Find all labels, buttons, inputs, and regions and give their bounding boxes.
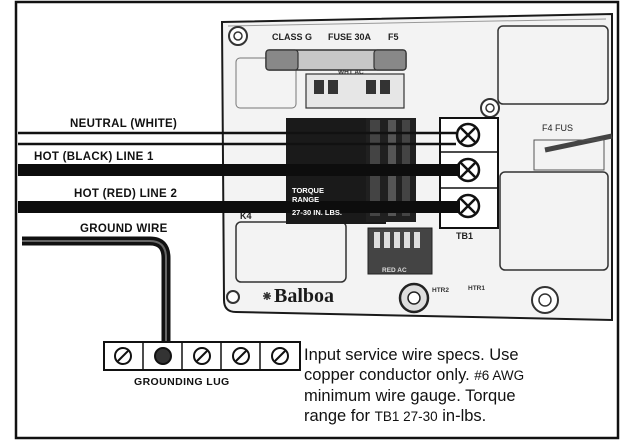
hot-red-label: HOT (RED) LINE 2	[74, 188, 177, 200]
mount-hole-right	[480, 98, 500, 118]
lug-screw-icon	[114, 347, 132, 365]
red-ac-label: RED AC	[382, 267, 407, 274]
caption-line-1: Input service wire specs. Use	[304, 345, 606, 365]
mount-hole-bottom-right	[531, 286, 559, 314]
class-g-label: CLASS G	[272, 32, 312, 42]
caption-text: copper conductor only.	[304, 366, 475, 384]
brand-label: Balboa	[274, 285, 334, 307]
hot-red-wire	[18, 201, 460, 213]
caption-text: in-lbs.	[437, 407, 487, 425]
caption-box: Input service wire specs. Use copper con…	[304, 345, 606, 427]
torque-label-line3: 27-30 IN. LBS.	[292, 208, 342, 217]
htr1-label: HTR1	[468, 285, 485, 292]
caption-line-2: copper conductor only. #6 AWG	[304, 365, 606, 386]
caption-text: range for	[304, 407, 375, 425]
wht-ac-label: WHT AC	[338, 69, 364, 76]
wht-ac-connector	[305, 73, 405, 109]
hot-black-label: HOT (BLACK) LINE 1	[34, 151, 154, 163]
f4-label: F4 FUS	[542, 123, 573, 133]
f5-label: F5	[388, 32, 399, 42]
caption-text: minimum wire gauge. Torque	[304, 387, 516, 405]
lug-screw-icon	[154, 347, 172, 365]
ground-wire-label: GROUND WIRE	[80, 223, 168, 235]
relay-outline-top-right	[497, 25, 609, 105]
caption-line-3: minimum wire gauge. Torque	[304, 386, 606, 406]
screw-icon	[455, 122, 481, 148]
torque-label-line1: TORQUE	[292, 186, 324, 195]
caption-text: Input service wire specs. Use	[304, 346, 519, 364]
htr2-label: HTR2	[432, 287, 449, 294]
red-ac-connector	[367, 227, 433, 275]
wires	[18, 131, 460, 356]
lug-screw-icon	[271, 347, 289, 365]
caption-awg: #6 AWG	[474, 368, 525, 383]
mount-hole-top-left	[228, 26, 248, 46]
grounding-lug-label: GROUNDING LUG	[134, 376, 230, 388]
balboa-logo: Balboa	[263, 285, 334, 307]
fuse-f5	[265, 49, 407, 71]
fuse-f4-outline	[533, 139, 605, 171]
fuse-f4-lead	[544, 133, 613, 153]
lug-screw-icon	[232, 347, 250, 365]
hot-black-wire	[18, 164, 460, 176]
fuse-rating-label: FUSE 30A	[328, 32, 372, 42]
caption-tb1: TB1 27-30	[374, 409, 438, 424]
torque-label-line2: RANGE	[292, 195, 319, 204]
tb1-label: TB1	[456, 231, 473, 241]
lug-screw-icon	[193, 347, 211, 365]
screw-icon	[455, 157, 481, 183]
screw-icon	[455, 193, 481, 219]
mount-hole-brand	[398, 282, 430, 314]
mount-hole-bottom-left	[226, 290, 240, 304]
neutral-label: NEUTRAL (WHITE)	[70, 118, 177, 130]
caption-line-4: range for TB1 27-30 in-lbs.	[304, 406, 606, 427]
relay-outline-mid-right	[499, 171, 609, 271]
k4-label: K4	[240, 211, 252, 221]
ground-wire-highlight	[22, 240, 167, 356]
